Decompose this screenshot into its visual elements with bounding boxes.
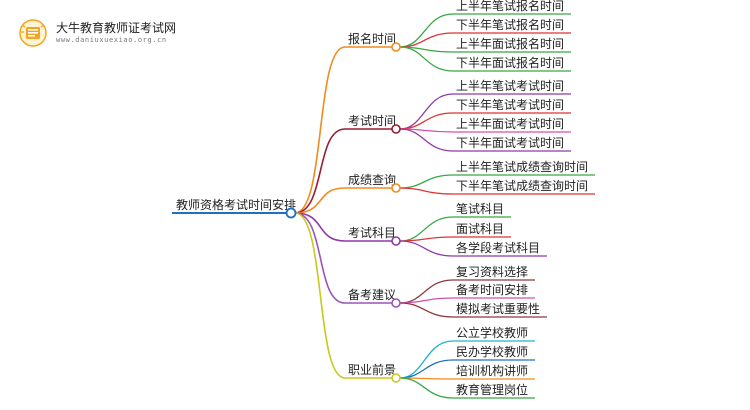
leaf-connector (399, 13, 454, 48)
branch-label: 备考建议 (348, 288, 396, 302)
leaf-label: 下半年面试报名时间 (456, 55, 564, 70)
leaf-label: 下半年笔试考试时间 (456, 97, 564, 112)
leaf-label: 面试科目 (456, 221, 504, 236)
brand-logo: 大牛教育教师证考试网 www.daniuxuexiao.org.cn (14, 14, 184, 50)
branch-label: 报名时间 (348, 31, 396, 46)
leaf-label: 培训机构讲师 (456, 363, 528, 378)
branch-node-dot[interactable] (391, 373, 401, 383)
leaf-label: 上半年面试考试时间 (456, 116, 564, 131)
leaf-connector (399, 128, 454, 152)
leaf-label: 上半年笔试考试时间 (456, 78, 564, 93)
mindmap-links (172, 13, 595, 399)
branch-connector (294, 128, 346, 214)
branch-connector (294, 212, 346, 379)
leaf-connector (399, 46, 454, 72)
branch-node-dot[interactable] (391, 42, 401, 52)
leaf-label: 模拟考试重要性 (456, 301, 540, 316)
branch-connector (294, 212, 346, 242)
leaf-label: 笔试科目 (456, 201, 504, 216)
leaf-connector (399, 112, 454, 130)
leaf-label: 公立学校教师 (456, 325, 528, 340)
leaf-label: 各学段考试科目 (456, 240, 540, 255)
brand-url: www.daniuxuexiao.org.cn (56, 36, 167, 44)
leaf-connector (399, 359, 454, 379)
leaf-connector (399, 187, 454, 195)
branch-label: 考试科目 (348, 225, 396, 240)
leaf-label: 民办学校教师 (456, 344, 528, 359)
leaf-connector (399, 297, 454, 304)
leaf-label: 上半年笔试成绩查询时间 (456, 159, 588, 174)
branch-connector (294, 212, 346, 304)
branch-label: 职业前景 (348, 362, 396, 377)
leaf-connector (399, 174, 454, 189)
leaf-label: 上半年笔试报名时间 (456, 0, 564, 13)
leaf-label: 下半年笔试成绩查询时间 (456, 178, 588, 193)
mindmap-nodes: 教师资格考试时间安排 报名时间 上半年笔试报名时间下半年笔试报名时间上半年面试报名时… (176, 0, 588, 397)
leaf-label: 下半年笔试报名时间 (456, 17, 564, 32)
leaf-connector (399, 240, 454, 257)
leaf-connector (399, 93, 454, 130)
leaf-label: 上半年面试报名时间 (456, 36, 564, 51)
brand-name: 大牛教育教师证考试网 (56, 21, 177, 35)
root-node-dot[interactable] (285, 207, 297, 219)
branch-node-dot[interactable] (391, 298, 401, 308)
leaf-connector (399, 340, 454, 379)
branch-label: 成绩查询 (348, 173, 396, 187)
branch-connector (294, 187, 346, 214)
leaf-label: 教育管理岗位 (456, 382, 528, 397)
leaf-connector (399, 302, 454, 318)
branch-connector (294, 46, 346, 214)
leaf-connector (399, 279, 454, 304)
book-icon (19, 19, 47, 47)
leaf-label: 下半年面试考试时间 (456, 135, 564, 150)
leaf-label: 复习资料选择 (456, 265, 528, 279)
branch-node-dot[interactable] (391, 236, 401, 246)
branch-label: 考试时间 (348, 113, 396, 128)
branch-node-dot[interactable] (391, 124, 401, 134)
leaf-connector (399, 377, 454, 399)
leaf-connector (399, 236, 454, 242)
root-label: 教师资格考试时间安排 (176, 197, 296, 212)
leaf-label: 备考时间安排 (456, 282, 528, 297)
branch-node-dot[interactable] (391, 183, 401, 193)
